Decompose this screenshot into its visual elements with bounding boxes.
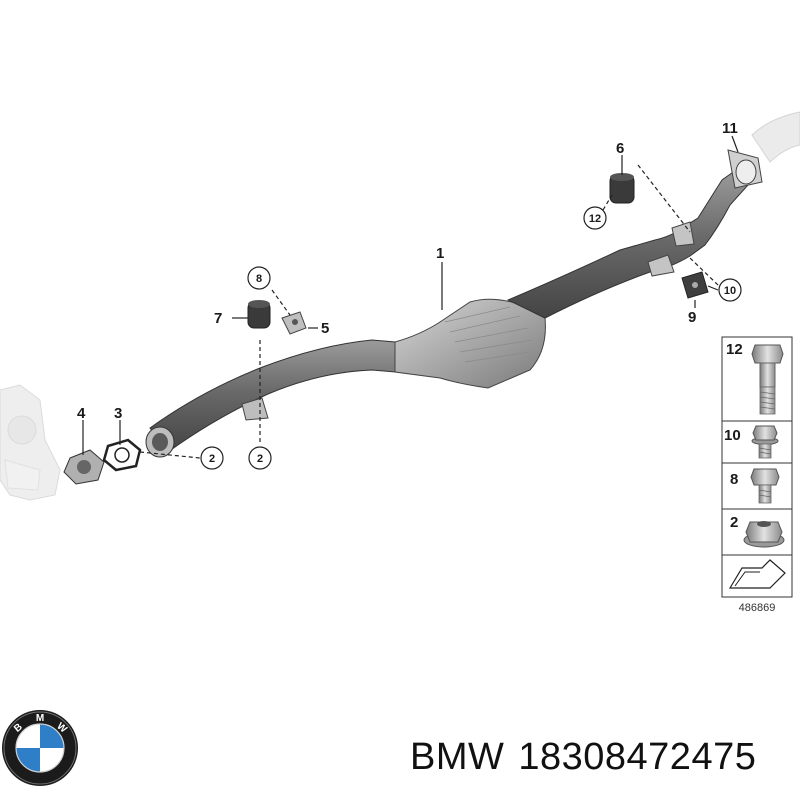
callout-6: 6 [616, 140, 624, 157]
gasket-part-3 [102, 438, 142, 472]
bmw-roundel-icon: B M W [2, 710, 78, 786]
pipe-brackets [241, 221, 695, 421]
flange-part-4 [63, 449, 105, 485]
legend-number-10: 10 [724, 427, 741, 444]
callout-2b: 2 [257, 453, 263, 465]
long-bolt-icon [751, 344, 784, 415]
callout-2b-circle: 2 [248, 446, 272, 470]
callout-4: 4 [77, 405, 86, 422]
brand-name: BMW [410, 736, 505, 778]
turbocharger-ghost [0, 384, 61, 501]
bracket-part-5 [281, 311, 307, 335]
callout-5: 5 [321, 320, 329, 337]
callout-12: 12 [589, 213, 601, 225]
callout-10-circle: 10 [718, 278, 742, 302]
part-caption: BMW 18308472475 [410, 736, 790, 786]
rubber-mount-part-7 [247, 300, 271, 329]
direction-arrow-icon [728, 559, 786, 589]
callout-1: 1 [436, 245, 444, 262]
svg-text:M: M [36, 713, 44, 724]
legend-number-12: 12 [726, 341, 743, 358]
callout-2a-circle: 2 [200, 446, 224, 470]
exhaust-pipe-assembly [145, 149, 763, 458]
legend-number-2: 2 [730, 514, 738, 531]
callout-9: 9 [688, 309, 696, 326]
rear-pipe-ghost [751, 111, 800, 163]
callout-12-circle: 12 [583, 206, 607, 230]
callout-3: 3 [114, 405, 122, 422]
part-number: 18308472475 [518, 736, 757, 778]
short-bolt-icon [750, 468, 780, 504]
callout-8-circle: 8 [247, 266, 271, 290]
rubber-mount-part-6 [609, 173, 635, 204]
flange-bolt-icon [751, 425, 779, 459]
leader-lines [82, 135, 739, 459]
callout-7: 7 [214, 310, 222, 327]
callout-10: 10 [724, 285, 736, 297]
fastener-legend: 12 10 8 2 486869 [721, 336, 793, 614]
callout-2a: 2 [209, 453, 215, 465]
diagram-reference-number: 486869 [739, 602, 776, 614]
bracket-part-9 [681, 271, 709, 299]
flange-nut-icon [743, 521, 785, 548]
callout-8: 8 [256, 273, 262, 285]
callout-11: 11 [722, 120, 738, 137]
legend-number-8: 8 [730, 471, 738, 488]
